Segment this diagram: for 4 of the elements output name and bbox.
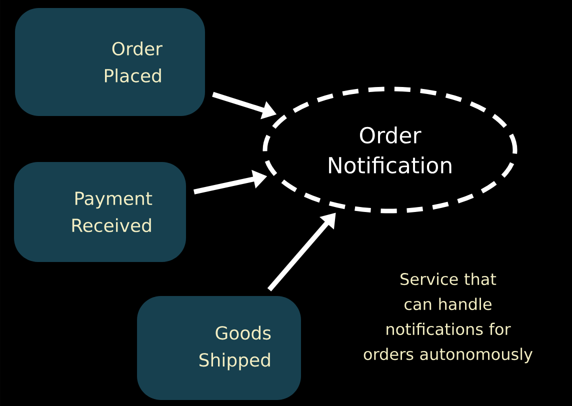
blob-box: Goods Shipped <box>137 296 301 400</box>
blob-box: Order Placed <box>15 8 205 116</box>
blob-box: Payment Received <box>14 162 186 262</box>
note-text: Service that can handle notifications for orders autonomously <box>364 272 533 364</box>
